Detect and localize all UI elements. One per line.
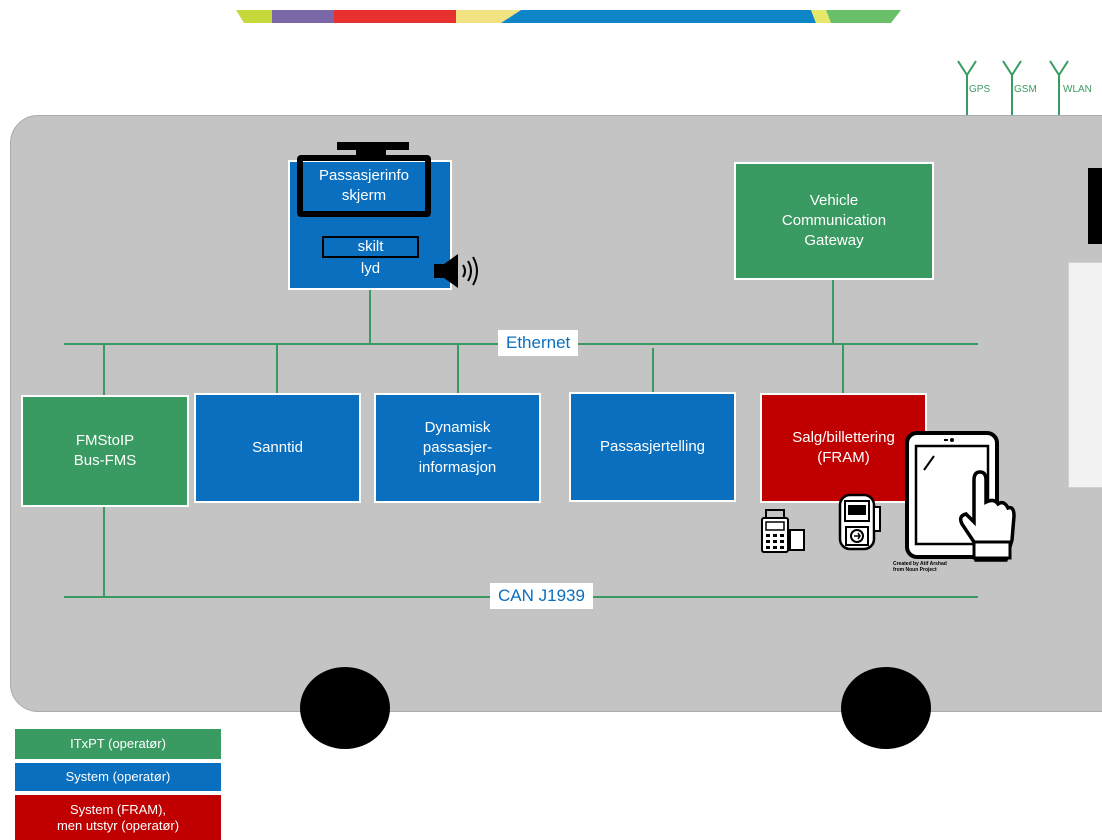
strip-yellow-green	[236, 10, 272, 23]
rear-wheel	[300, 667, 390, 749]
strip-blue	[501, 10, 816, 23]
salg-billettering-box: Salg/billettering (FRAM)	[760, 393, 927, 503]
ethernet-label: Ethernet	[498, 330, 579, 356]
legend-system-operator: System (operatør)	[15, 763, 221, 791]
fmstoip-can-drop	[103, 505, 105, 597]
bus-front-display	[1088, 168, 1102, 244]
gateway-drop	[832, 280, 834, 344]
fmstoip-drop	[103, 343, 105, 397]
vehicle-communication-gateway-box: Vehicle Communication Gateway	[734, 162, 934, 280]
wlan-label: WLAN	[1063, 84, 1092, 95]
speaker-icon	[434, 254, 478, 288]
ticket-validator-icon	[838, 493, 881, 551]
passenger-info-screen-frame: Passasjerinfo skjerm	[297, 155, 431, 217]
fmstoip-box: FMStoIP Bus-FMS	[21, 395, 189, 507]
sound-label: lyd	[360, 260, 381, 277]
card-terminal-icon	[761, 509, 805, 553]
gsm-label: GSM	[1014, 84, 1037, 95]
dynamisk-passasjerinformasjon-box: Dynamisk passasjer- informasjon	[374, 393, 541, 503]
front-wheel	[841, 667, 931, 749]
strip-light-yellow	[811, 10, 831, 23]
strip-purple	[272, 10, 334, 23]
passenger-info-box	[288, 160, 452, 290]
passasjertelling-box: Passasjertelling	[569, 392, 736, 502]
tablet-touch-icon	[905, 431, 1016, 562]
strip-pale-yellow	[456, 10, 521, 23]
strip-red	[334, 10, 456, 23]
sanntid-box: Sanntid	[194, 393, 361, 503]
sign-box: skilt	[322, 236, 419, 258]
legend-itxpt: ITxPT (operatør)	[15, 729, 221, 759]
strip-green	[826, 10, 901, 23]
legend-system-fram: System (FRAM), men utstyr (operatør)	[15, 795, 221, 840]
salg-drop	[842, 343, 844, 395]
bus-front-window	[1068, 262, 1102, 488]
dynamisk-drop	[457, 343, 459, 395]
screen-mount-stem	[356, 148, 386, 156]
can-label: CAN J1939	[490, 583, 593, 609]
icon-credit-text: Created by Atif Arshad from Noun Project	[893, 561, 947, 573]
gps-label: GPS	[969, 84, 991, 95]
sanntid-drop	[276, 343, 278, 395]
screen-mount-bar	[337, 142, 409, 150]
passenger-info-drop	[369, 290, 371, 344]
header-color-strip	[236, 10, 901, 23]
telling-drop	[652, 348, 654, 394]
